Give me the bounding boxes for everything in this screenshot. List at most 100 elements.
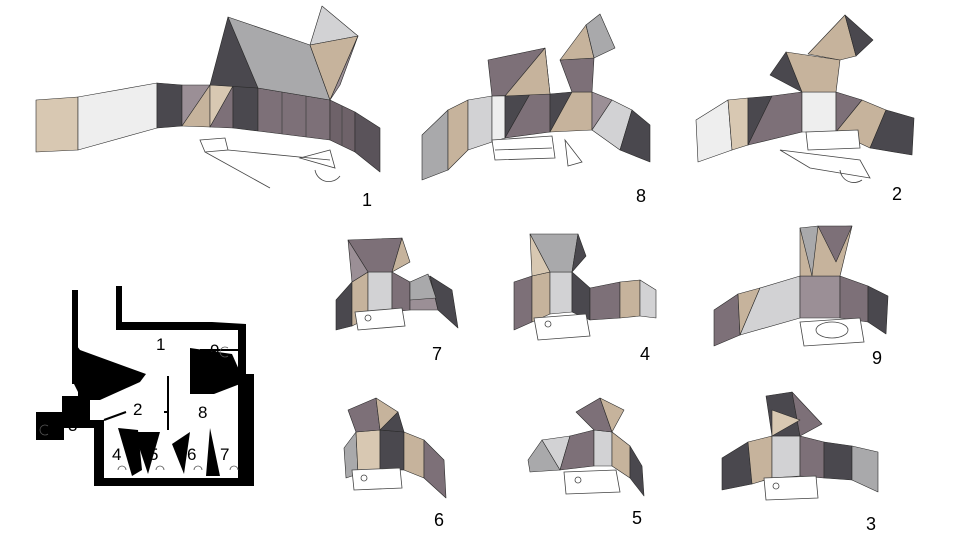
panel bbox=[571, 271, 591, 321]
panel bbox=[771, 435, 801, 479]
wing-facet bbox=[799, 225, 819, 277]
figure-label: 6 bbox=[434, 510, 444, 530]
figure-label: 1 bbox=[362, 190, 372, 210]
plan-label-2: 2 bbox=[133, 400, 142, 419]
wing-facet bbox=[585, 13, 616, 59]
plan-wedge bbox=[190, 348, 240, 394]
figure-label: 4 bbox=[640, 344, 650, 364]
plan-divider bbox=[206, 428, 220, 476]
wing-facet bbox=[791, 391, 823, 437]
panel bbox=[695, 99, 733, 163]
fold-lines bbox=[281, 92, 343, 146]
figure-3-folded-shell: 3 bbox=[721, 391, 879, 534]
figure-7-folded-shell: 7 bbox=[335, 237, 459, 364]
panel bbox=[619, 279, 641, 319]
plan-divider bbox=[134, 432, 160, 474]
plan-label-3: 3 bbox=[68, 416, 77, 435]
panel bbox=[713, 293, 741, 347]
figure-label: 8 bbox=[636, 186, 646, 206]
panel bbox=[721, 441, 753, 491]
figure-label: 5 bbox=[632, 508, 642, 528]
panel bbox=[549, 271, 573, 315]
floor-plan-lines bbox=[351, 467, 403, 491]
panel bbox=[423, 439, 447, 499]
panel bbox=[329, 99, 356, 153]
wing-facet bbox=[599, 397, 625, 433]
plan-label-1: 1 bbox=[156, 335, 165, 354]
panel bbox=[531, 271, 551, 323]
panel bbox=[589, 281, 621, 321]
figure-8-folded-shell: 8 bbox=[421, 13, 651, 206]
floor-plan-lines bbox=[491, 135, 583, 167]
panel bbox=[851, 445, 879, 493]
panel bbox=[839, 275, 869, 323]
panel bbox=[801, 91, 837, 133]
plan-divider bbox=[118, 428, 142, 476]
panel bbox=[447, 99, 469, 171]
wing-facet bbox=[329, 35, 359, 101]
figure-6-folded-shell: 6 bbox=[343, 397, 447, 530]
wing-facet bbox=[559, 57, 595, 93]
panel bbox=[403, 431, 425, 479]
wing-facet bbox=[817, 225, 853, 263]
panel bbox=[354, 111, 381, 173]
wing-facet bbox=[347, 397, 381, 433]
plan-label-4: 4 bbox=[112, 445, 121, 464]
panel bbox=[335, 281, 353, 331]
panel bbox=[619, 109, 651, 163]
figure-label: 7 bbox=[432, 344, 442, 364]
panel bbox=[391, 271, 411, 313]
panel bbox=[156, 82, 183, 129]
plan-fixtures bbox=[39, 346, 239, 471]
figure-label: 2 bbox=[892, 184, 902, 204]
figure-label: 9 bbox=[872, 348, 882, 368]
wing-facet bbox=[391, 237, 411, 273]
wing-facet bbox=[844, 14, 874, 57]
panel bbox=[355, 429, 381, 475]
floor-plan-lines bbox=[799, 317, 865, 347]
floor-plan-lines bbox=[563, 469, 621, 495]
wing-facet bbox=[771, 409, 801, 437]
panel bbox=[639, 279, 657, 319]
panel bbox=[77, 82, 158, 151]
wing-facet bbox=[504, 47, 551, 97]
plan-label-5: 5 bbox=[149, 445, 158, 464]
panel bbox=[513, 275, 533, 331]
panel bbox=[823, 441, 853, 481]
floor-plan-lines bbox=[779, 129, 871, 183]
panel bbox=[869, 109, 915, 156]
figure-4-folded-shell: 4 bbox=[513, 233, 657, 364]
panel bbox=[379, 429, 405, 471]
plan-wall bbox=[94, 478, 254, 486]
plan-divider bbox=[172, 432, 190, 474]
panel bbox=[467, 95, 493, 151]
panel bbox=[593, 429, 613, 467]
plan-wall bbox=[238, 324, 254, 486]
floor-plan-lines bbox=[354, 307, 406, 331]
wing-facet bbox=[379, 411, 405, 433]
plan-label-8: 8 bbox=[198, 403, 207, 422]
floor-plan-lines bbox=[763, 475, 819, 501]
figure-2-folded-shell: 2 bbox=[695, 14, 915, 204]
panel bbox=[429, 275, 459, 329]
plan-label-6: 6 bbox=[187, 445, 196, 464]
panel bbox=[867, 285, 889, 335]
panel bbox=[799, 275, 841, 319]
figure-9-folded-shell: 9 bbox=[713, 225, 889, 368]
plan-wall bbox=[36, 384, 104, 478]
plan-wall bbox=[116, 286, 246, 330]
plan-wedge bbox=[74, 342, 146, 400]
figure-label: 3 bbox=[866, 514, 876, 534]
wing-facet bbox=[529, 233, 551, 277]
panel bbox=[232, 85, 259, 132]
panel bbox=[491, 95, 506, 143]
wing-facet bbox=[347, 239, 369, 283]
figure-5-folded-shell: 5 bbox=[527, 397, 645, 528]
plan-label-9: 9 bbox=[210, 341, 219, 360]
panel bbox=[799, 435, 825, 479]
panel bbox=[747, 435, 773, 485]
wing-facet bbox=[571, 233, 587, 273]
figure-1-folded-shell: 1 bbox=[35, 5, 381, 210]
panel bbox=[35, 96, 79, 153]
